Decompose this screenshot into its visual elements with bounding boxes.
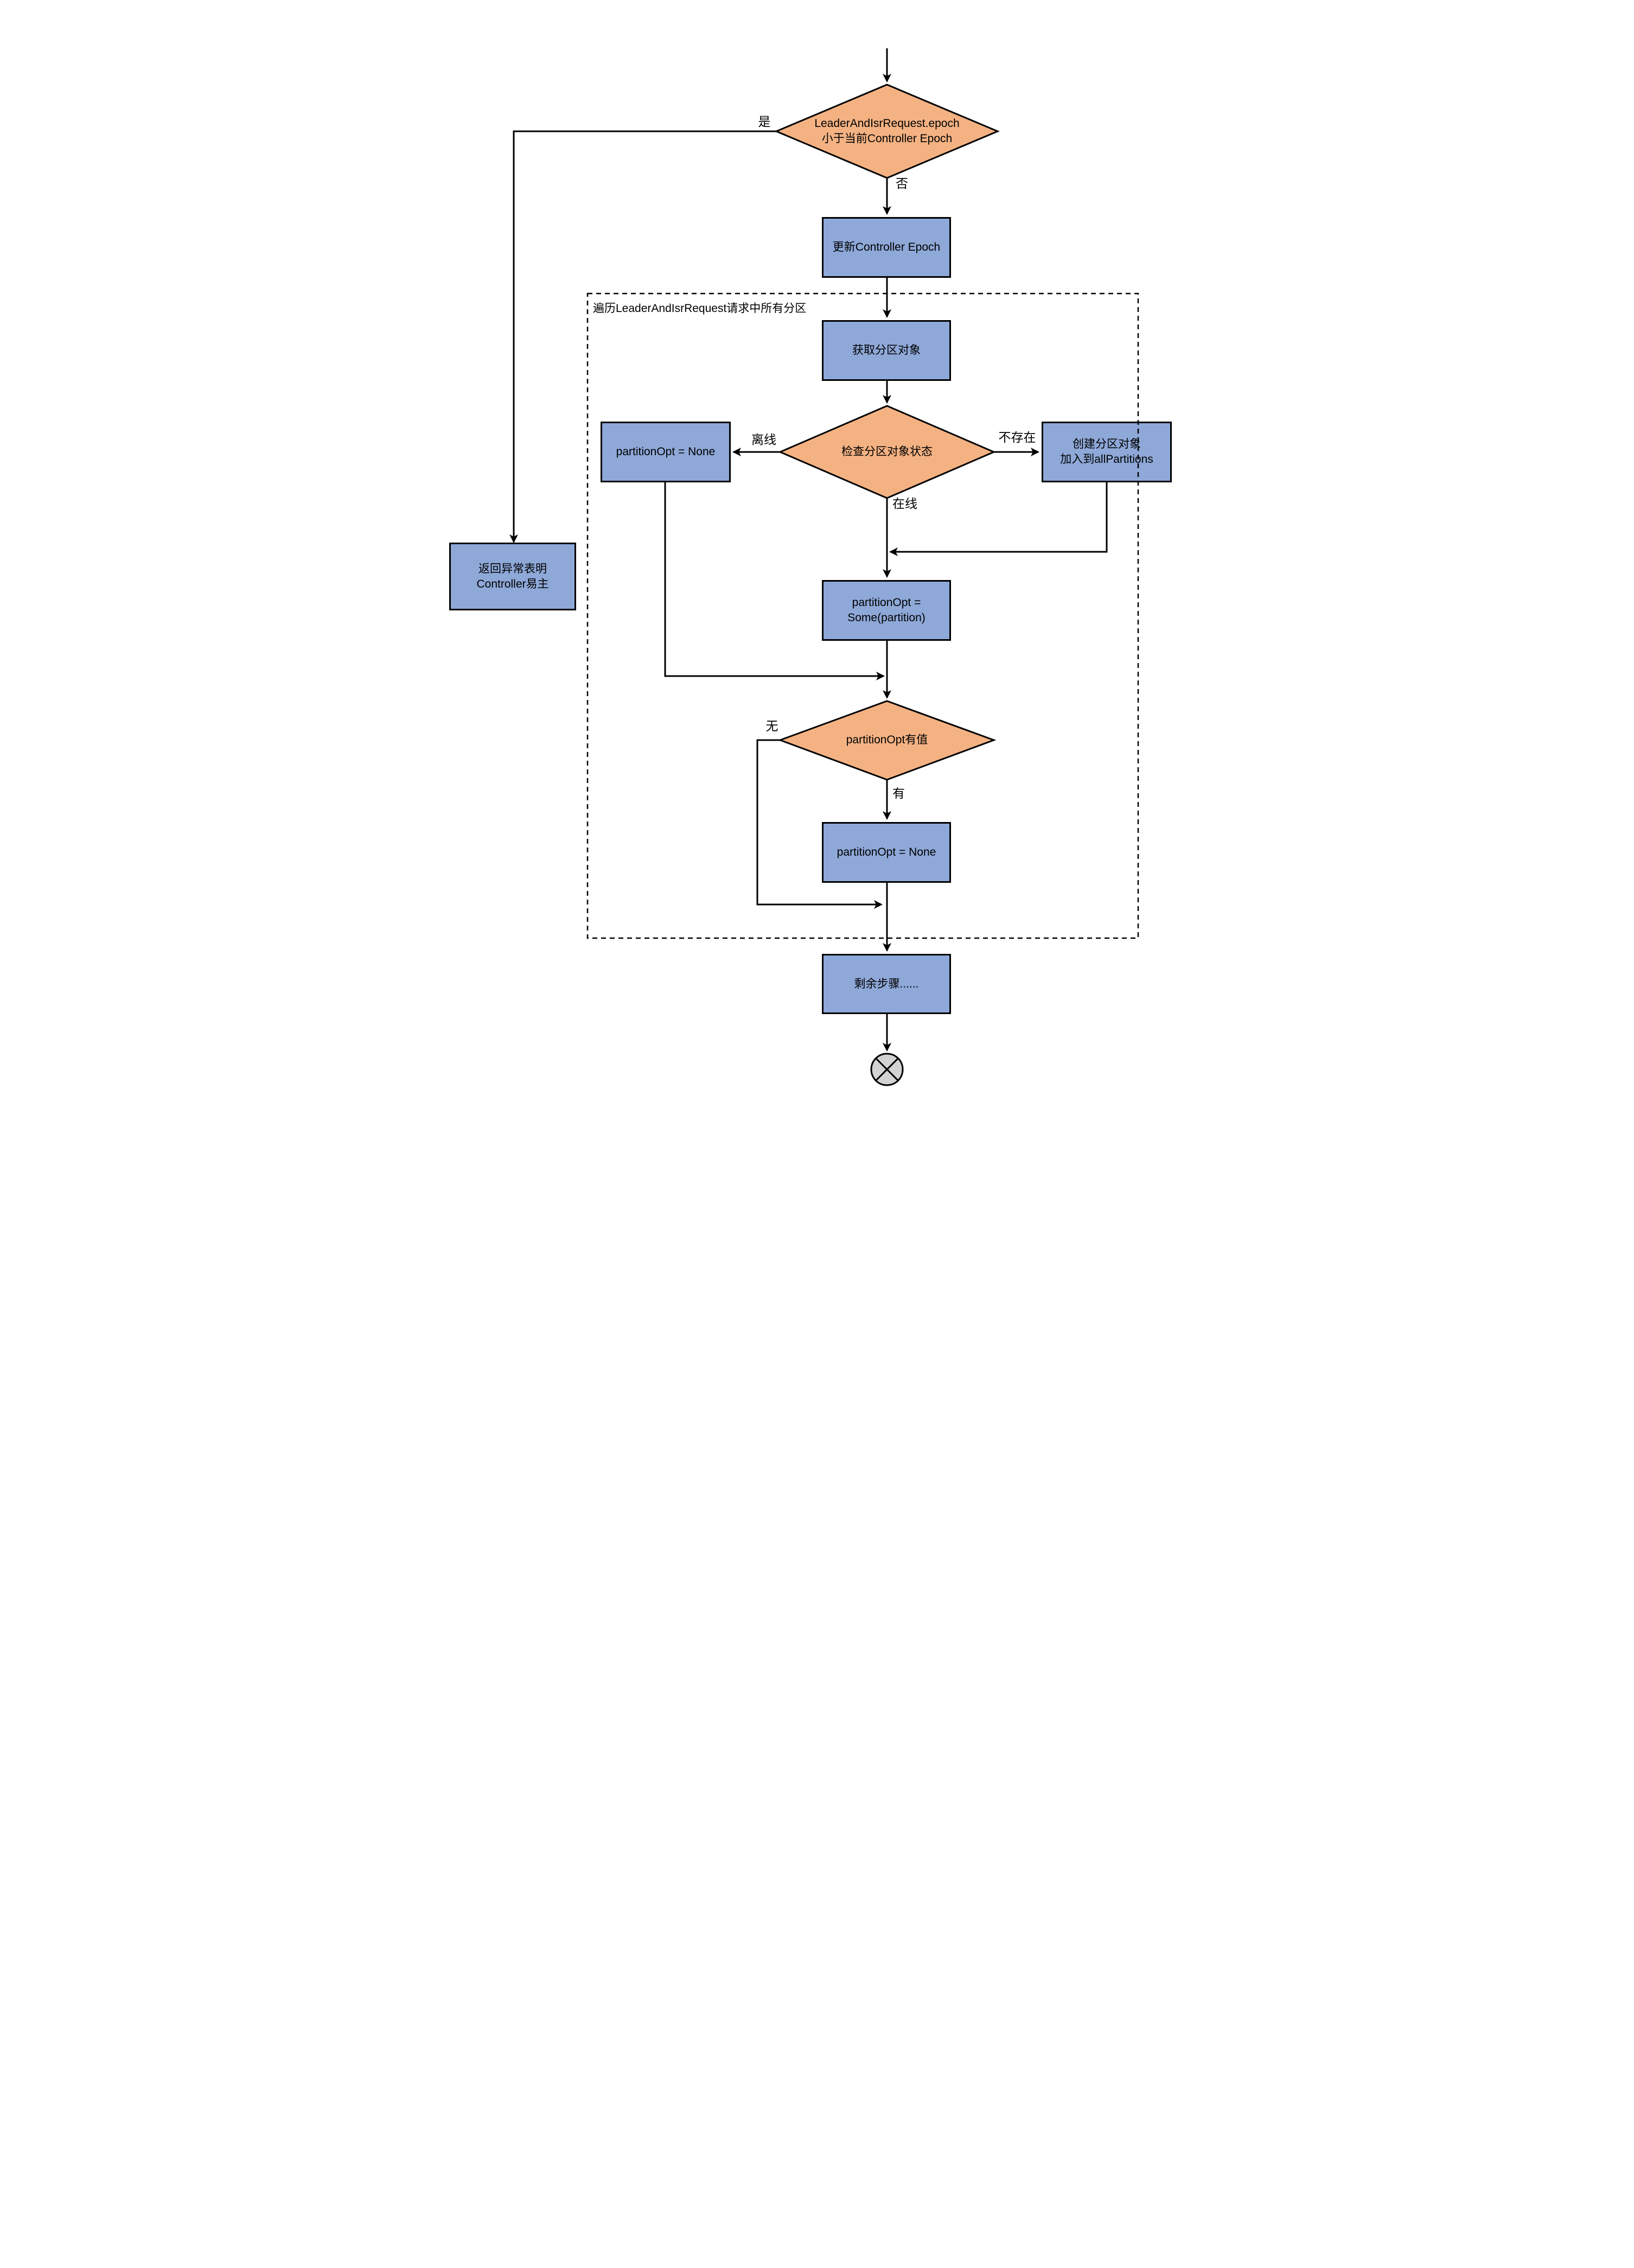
- process-partition-none-offline-label: partitionOpt = None: [616, 445, 716, 458]
- process-remaining-steps-label: 剩余步骤......: [854, 977, 919, 990]
- flowchart-canvas: 更新Controller Epoch 获取分区对象 partitionOpt =…: [408, 0, 1226, 1134]
- end-terminator: [870, 1053, 904, 1086]
- process-get-partition-label: 获取分区对象: [852, 344, 921, 357]
- edge-none-box-merge: [664, 482, 885, 680]
- edge-yes-to-return-exception: [509, 130, 776, 543]
- process-get-partition: 获取分区对象: [822, 320, 951, 381]
- process-partition-some-label: partitionOpt = Some(partition): [847, 596, 925, 624]
- decision-partition-opt-label: partitionOpt有值: [846, 734, 928, 747]
- process-create-partition: 创建分区对象 加入到allPartitions: [1042, 422, 1172, 482]
- decision-epoch-diamond: [774, 84, 1000, 179]
- decision-epoch-label: LeaderAndIsrRequest.epoch 小于当前Controller…: [814, 117, 960, 145]
- process-update-epoch: 更新Controller Epoch: [822, 217, 951, 278]
- process-partition-none-bottom: partitionOpt = None: [822, 822, 951, 883]
- process-remaining-steps: 剩余步骤......: [822, 954, 951, 1014]
- edge-label-no: 否: [896, 176, 908, 190]
- edge-label-has-value: 有: [892, 786, 905, 800]
- loop-container-label: 遍历LeaderAndIsrRequest请求中所有分区: [593, 302, 807, 315]
- edge-label-none: 无: [765, 719, 778, 733]
- edge-label-offline: 离线: [751, 432, 776, 447]
- edge-label-yes: 是: [758, 114, 771, 129]
- edge-label-not-exist: 不存在: [998, 430, 1036, 444]
- process-partition-none-bottom-label: partitionOpt = None: [837, 846, 936, 859]
- process-update-epoch-label: 更新Controller Epoch: [832, 241, 941, 254]
- edge-create-box-merge: [889, 482, 1108, 556]
- process-create-partition-label: 创建分区对象 加入到allPartitions: [1060, 438, 1153, 466]
- process-partition-some: partitionOpt = Some(partition): [822, 580, 951, 641]
- process-return-exception-label: 返回异常表明 Controller易主: [476, 562, 549, 590]
- decision-partition-state-label: 检查分区对象状态: [841, 445, 933, 458]
- process-return-exception: 返回异常表明 Controller易主: [449, 543, 576, 610]
- process-partition-none-offline: partitionOpt = None: [601, 422, 731, 482]
- edge-label-online: 在线: [892, 496, 917, 511]
